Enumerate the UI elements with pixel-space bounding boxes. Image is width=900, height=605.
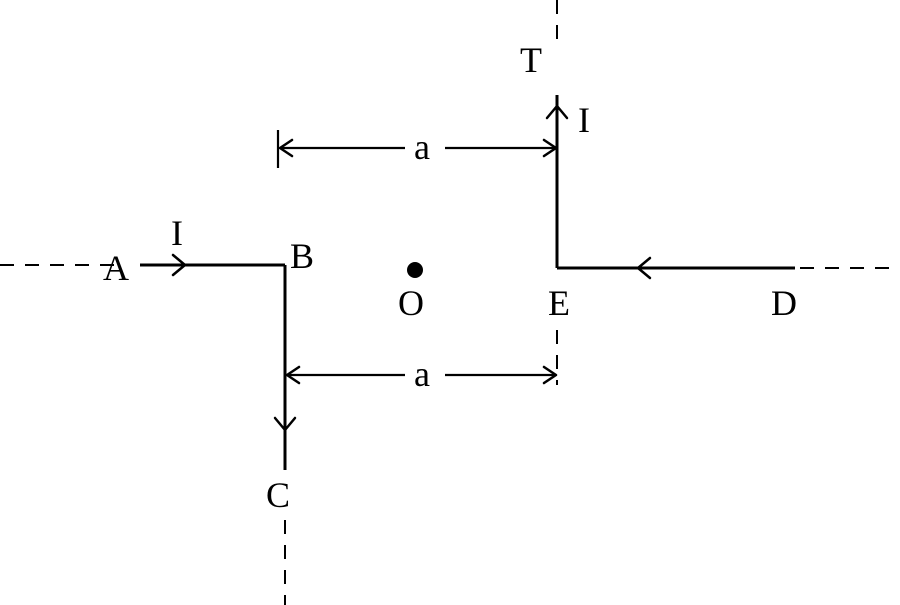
point-o-dot [407,262,423,278]
current-arrow-ab-icon [171,253,187,277]
current-arrow-bc-icon [273,416,297,432]
dim-top-right-arrow-icon [542,138,558,158]
current-arrow-et-icon [545,104,569,120]
label-a: A [103,248,129,288]
label-e: E [548,283,570,323]
label-o: O [398,283,424,323]
label-distance-bottom: a [414,354,430,394]
label-c: C [266,475,290,515]
label-t: T [520,40,542,80]
dim-bottom-left-arrow-icon [285,365,301,385]
label-current-right: I [578,100,590,140]
label-d: D [771,283,797,323]
dim-bottom-right-arrow-icon [542,365,558,385]
current-arrow-de-icon [636,256,652,280]
label-distance-top: a [414,127,430,167]
dim-top-left-arrow-icon [278,138,294,158]
label-b: B [290,236,314,276]
label-current-left: I [171,213,183,253]
